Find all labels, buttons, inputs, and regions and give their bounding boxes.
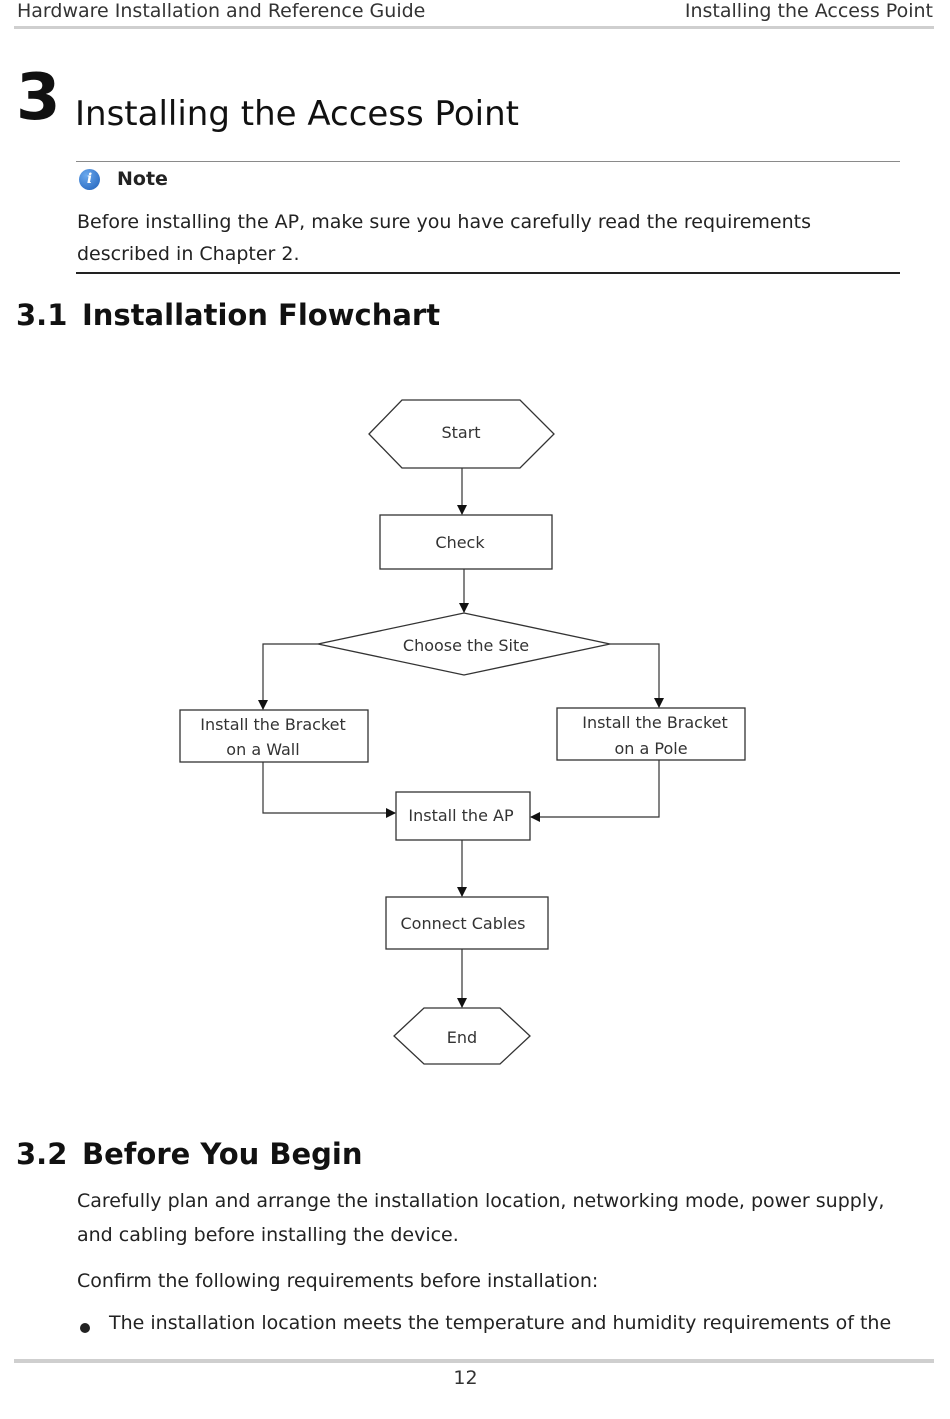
- flow-install-ap-label: Install the AP: [408, 806, 514, 825]
- note-label: Note: [117, 168, 168, 190]
- note-bottom-rule: [76, 272, 900, 274]
- flow-connect-cables-label: Connect Cables: [401, 914, 526, 933]
- running-header-chapter: Installing the Access Point: [684, 0, 933, 22]
- page-number: 12: [453, 1367, 478, 1389]
- flow-arrow-wall-ap: [262, 762, 396, 818]
- section-title: Before You Begin: [82, 1137, 363, 1171]
- flow-pole-label-line1: Install the Bracket: [582, 713, 728, 732]
- flow-pole-node: [556, 707, 746, 761]
- info-icon: i: [79, 169, 100, 190]
- flow-install-ap-node: [395, 791, 531, 841]
- flow-pole-label-line2: on a Pole: [614, 739, 687, 758]
- section-heading-flowchart: 3.1 Installation Flowchart: [16, 298, 440, 332]
- flow-connect-cables-node: [385, 896, 549, 950]
- flow-choose-site-label: Choose the Site: [403, 636, 529, 655]
- flow-wall-node: [179, 709, 369, 763]
- flow-arrow-pole-ap: [530, 760, 660, 822]
- paragraph-plan: Carefully plan and arrange the installat…: [77, 1190, 885, 1246]
- paragraph-confirm: Confirm the following requirements befor…: [77, 1270, 599, 1292]
- flow-wall-label-line2: on a Wall: [226, 740, 299, 759]
- note-top-rule: [76, 161, 900, 162]
- flow-check-label: Check: [435, 533, 485, 552]
- flow-arrow-site-pole: [610, 643, 664, 708]
- chapter-title: Installing the Access Point: [75, 94, 519, 134]
- note-text: Before installing the AP, make sure you …: [77, 211, 812, 265]
- flow-end-node: [393, 1007, 531, 1065]
- section-heading-before-you-begin: 3.2 Before You Begin: [16, 1137, 363, 1171]
- footer-rule: [14, 1359, 934, 1363]
- bullet-marker: [80, 1323, 90, 1333]
- section-number: 3.2: [16, 1137, 68, 1171]
- flow-end-label: End: [447, 1028, 477, 1047]
- header-rule: [14, 26, 934, 29]
- flow-wall-label-line1: Install the Bracket: [200, 715, 346, 734]
- flow-start-label: Start: [441, 423, 480, 442]
- flow-start-node: [368, 399, 555, 469]
- flow-check-node: [379, 514, 553, 570]
- bullet-item: The installation location meets the temp…: [109, 1312, 892, 1334]
- section-title: Installation Flowchart: [82, 298, 441, 332]
- chapter-number: 3: [16, 61, 61, 135]
- running-header-title: Hardware Installation and Reference Guid…: [17, 0, 426, 22]
- section-number: 3.1: [16, 298, 68, 332]
- flow-arrow-site-wall: [258, 643, 318, 710]
